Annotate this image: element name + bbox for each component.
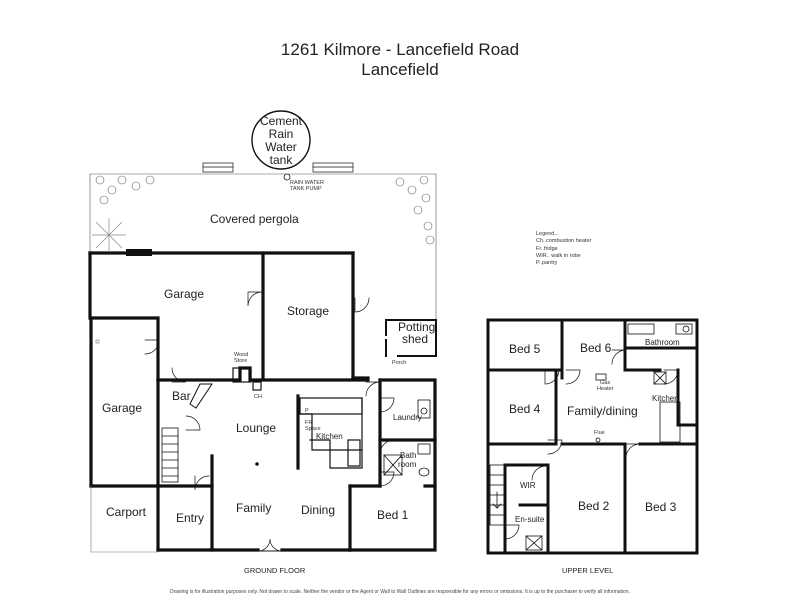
garden-plants (95, 175, 435, 245)
plan-title-address: 1261 Kilmore - Lancefield Road (280, 40, 520, 59)
room-upper-bathroom: Bathroom (645, 338, 680, 347)
room-potting-shed: Potting shed (398, 320, 436, 346)
room-bed-6: Bed 6 (580, 341, 612, 355)
upper-stairs (489, 464, 505, 526)
room-bar: Bar (172, 389, 191, 403)
room-en-suite: En-suite (515, 515, 545, 524)
room-bathroom: Bath room (398, 451, 417, 469)
rain-water-tank (251, 110, 311, 170)
label-pantry: P (305, 408, 309, 414)
legend-entry: WIR.. walk in robe (536, 252, 581, 259)
ground-floor-label: GROUND FLOOR (244, 566, 306, 575)
room-laundry: Laundry (393, 413, 422, 422)
room-dining: Dining (301, 503, 336, 517)
room-family-dining: Family/dining (567, 404, 638, 418)
label-flue: Flue (594, 430, 605, 436)
legend-entry: Fr..fridge (536, 245, 558, 252)
legend: Legend... Ch..combustion heater Fr..frid… (536, 231, 591, 267)
potting-shed (385, 319, 437, 357)
room-bed-4: Bed 4 (509, 402, 541, 416)
label-fr-space: FR Space (305, 420, 321, 432)
fern-plant (92, 218, 126, 252)
room-garage-left: Garage (102, 401, 143, 415)
room-covered-pergola: Covered pergola (210, 212, 299, 226)
room-bed-1: Bed 1 (377, 508, 409, 522)
room-bed-3: Bed 3 (645, 500, 677, 514)
label-wood-store: Wood Store (234, 352, 249, 364)
legend-entry: P..pantry (536, 260, 558, 267)
plan-title-town: Lancefield (361, 60, 439, 79)
room-wir: WIR (520, 481, 536, 490)
room-kitchen: Kitchen (316, 432, 343, 441)
label-gas-heater: Gas Heater (597, 380, 614, 392)
legend-entry: Ch..combustion heater (536, 238, 592, 245)
pergola-outline (89, 173, 437, 321)
legend-entry: Legend... (536, 231, 559, 237)
room-bed-5: Bed 5 (509, 342, 541, 356)
label-porch: Porch (392, 360, 407, 366)
bar-counter (189, 383, 213, 409)
room-family: Family (236, 501, 272, 515)
room-garage-top: Garage (164, 287, 205, 301)
kitchen-benches (299, 397, 363, 469)
tank-label: Cement Rain Water tank (259, 114, 303, 167)
upper-level-walls (486, 318, 699, 555)
disclaimer-text: Drawing is for illustration purposes onl… (169, 589, 631, 595)
room-lounge: Lounge (236, 421, 277, 435)
upper-door-swings (504, 349, 679, 540)
label-ch: CH (254, 394, 262, 400)
upper-fixtures (525, 323, 693, 551)
window-markers (202, 162, 354, 173)
stepping-stones (90, 339, 159, 553)
wood-store (232, 367, 262, 391)
upper-level-label: UPPER LEVEL (562, 566, 614, 575)
ground-stairs (161, 427, 179, 483)
room-carport: Carport (106, 505, 147, 519)
room-bed-2: Bed 2 (578, 499, 610, 513)
pump-label: RAIN WATER TANK PUMP (290, 180, 324, 192)
room-entry: Entry (176, 511, 205, 525)
ground-door-swings (144, 291, 395, 552)
room-storage: Storage (287, 304, 330, 318)
room-upper-kitchen: Kitchen (652, 394, 679, 403)
